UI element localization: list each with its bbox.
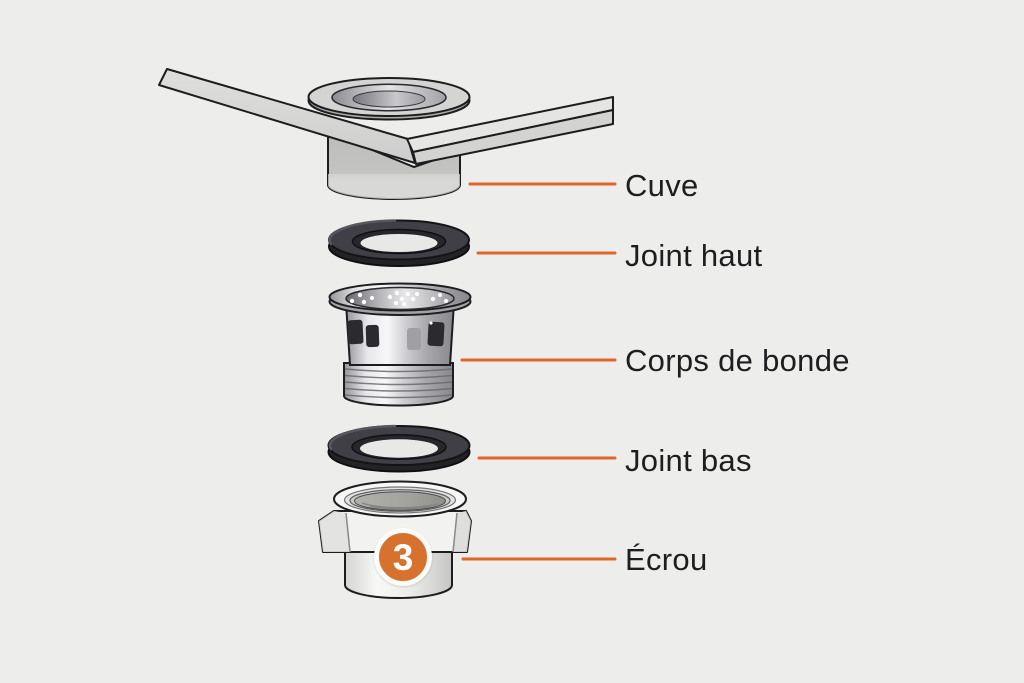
leader-lines [460, 182, 617, 561]
label-joint-bas: Joint bas [625, 443, 752, 478]
strainer-slots [347, 319, 445, 350]
nut-hex-left-facet [319, 511, 350, 552]
cuve-illustration [158, 68, 614, 200]
nut-interior-threads [361, 502, 438, 510]
joint-haut-hole [360, 234, 438, 252]
label-joint-haut: Joint haut [625, 238, 763, 273]
joint-bas-hole [360, 439, 438, 458]
corps-de-bonde-illustration [328, 282, 472, 407]
joint-haut-sheen [328, 219, 397, 246]
strainer-perforations [349, 290, 448, 306]
joint-bas-sheen [328, 424, 397, 451]
joint-haut-illustration [328, 219, 470, 267]
nut-interior [354, 491, 446, 511]
label-ecrou: Écrou [625, 542, 708, 577]
joint-bas-illustration [327, 424, 471, 473]
nut-hex-right-facet [453, 511, 471, 552]
label-corps-de-bonde: Corps de bonde [625, 343, 850, 378]
step-badge: 3 [374, 528, 432, 586]
step-badge-number: 3 [392, 536, 414, 578]
cuve-collar-band [328, 174, 460, 199]
strainer-thread-ridges [344, 368, 453, 399]
cuve-right-panel-front [412, 109, 614, 165]
label-cuve: Cuve [625, 168, 699, 203]
nut-facet-lines [345, 512, 458, 553]
cuve-drain-hole [352, 90, 426, 108]
